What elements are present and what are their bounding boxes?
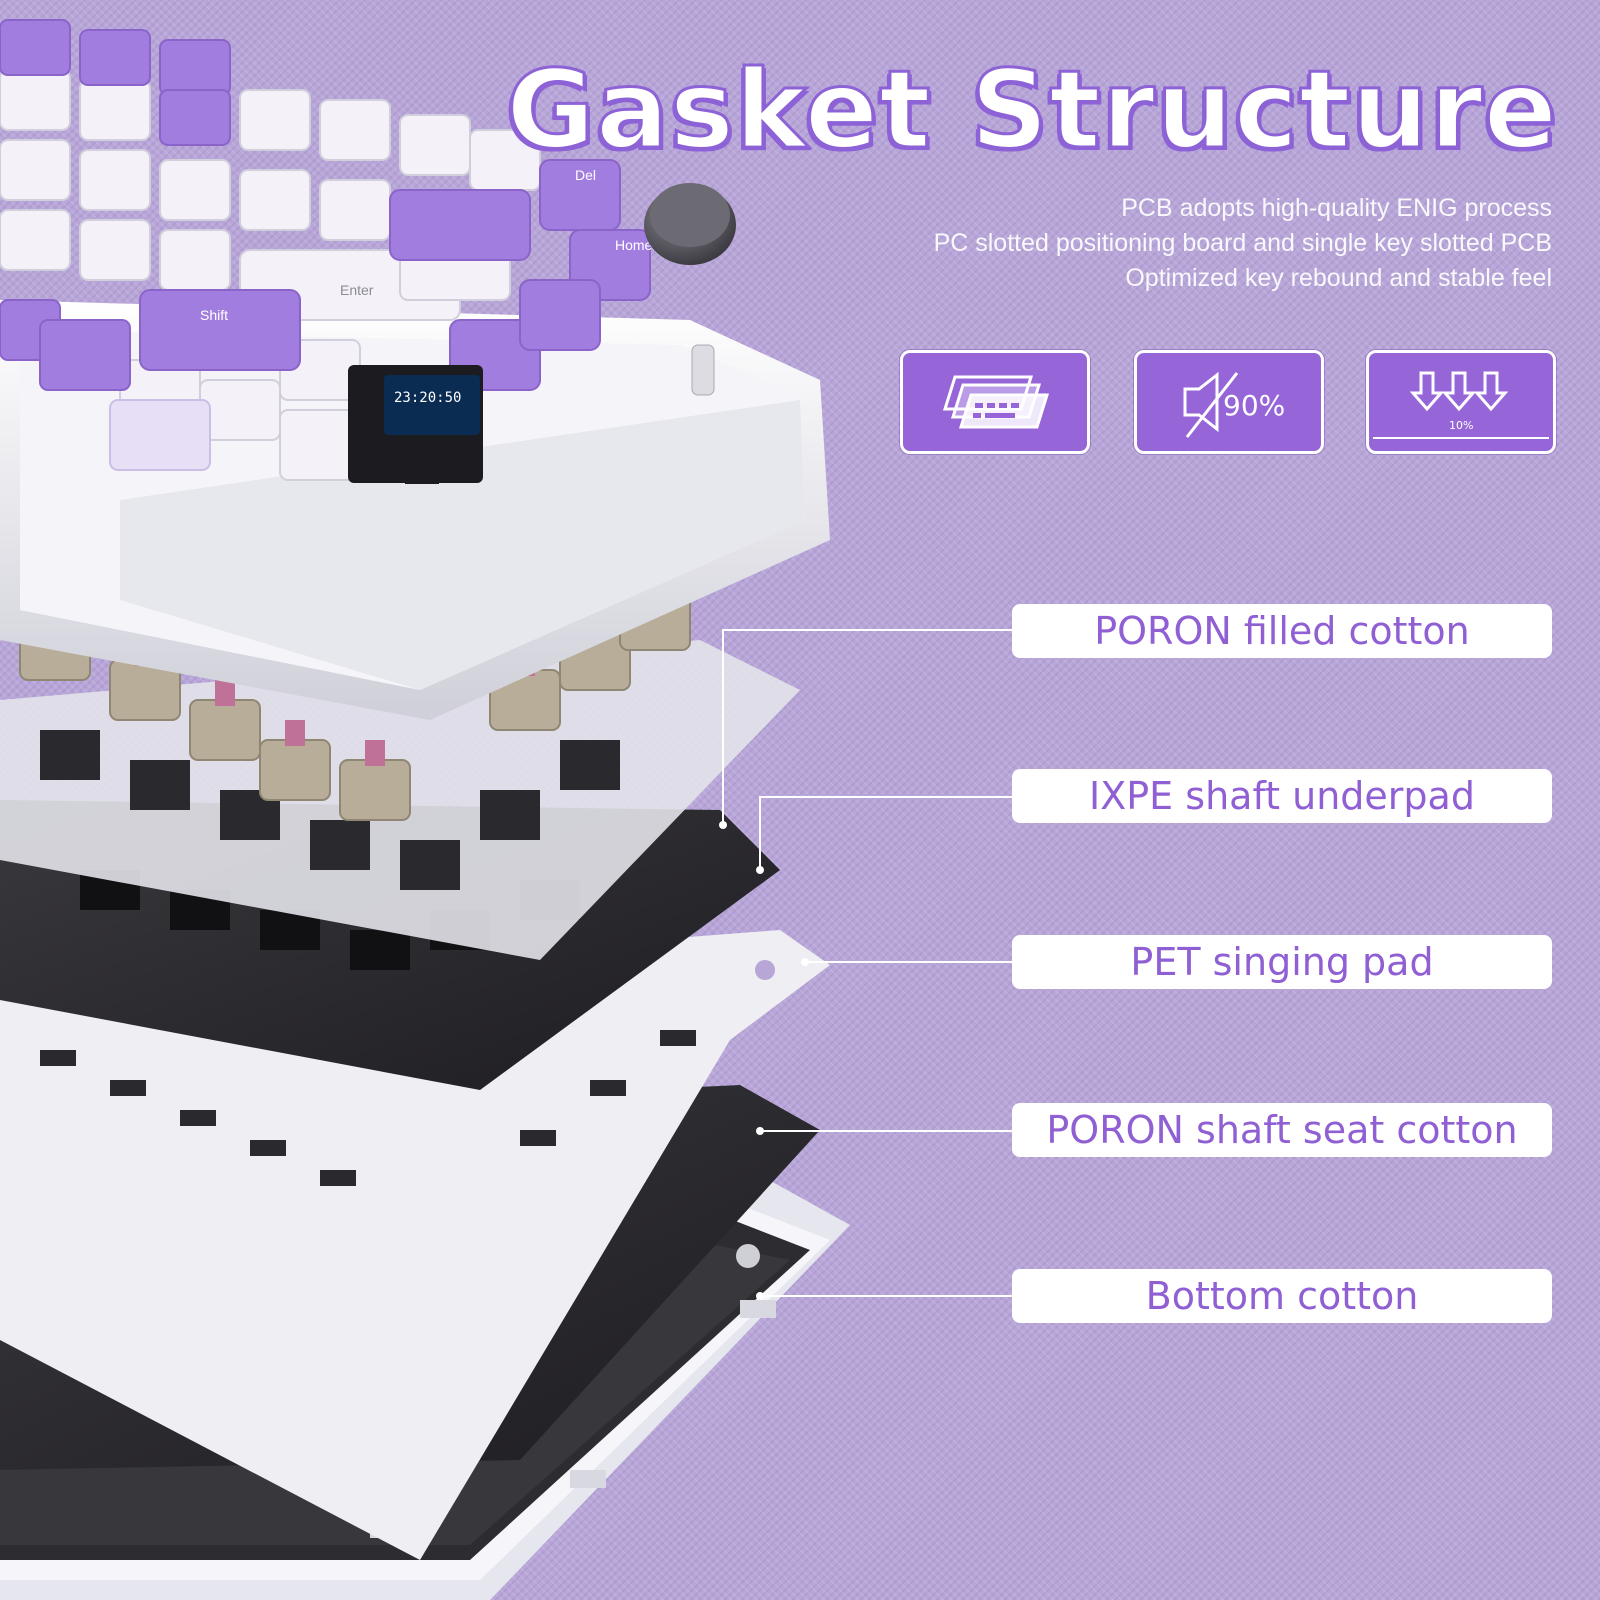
svg-text:Enter: Enter bbox=[340, 282, 374, 298]
subtitle-line-3: Optimized key rebound and stable feel bbox=[1125, 264, 1552, 292]
noise-reduction-value: 90% bbox=[1223, 389, 1285, 422]
svg-text:Home: Home bbox=[615, 237, 653, 253]
label-pet-singing-pad: PET singing pad bbox=[1012, 935, 1552, 989]
label-ixpe-shaft-underpad: IXPE shaft underpad bbox=[1012, 769, 1552, 823]
rebound-arrows-icon: 10% bbox=[1366, 350, 1556, 454]
screen-time: 23:20:50 bbox=[394, 390, 461, 406]
label-bottom-cotton: Bottom cotton bbox=[1012, 1269, 1552, 1323]
leader-lines bbox=[722, 629, 1012, 1297]
screen-module: 23:20:50 bbox=[348, 365, 483, 484]
label-poron-filled-cotton: PORON filled cotton bbox=[1012, 604, 1552, 658]
subtitle-line-2: PC slotted positioning board and single … bbox=[933, 229, 1552, 257]
subtitle-line-1: PCB adopts high-quality ENIG process bbox=[1121, 194, 1552, 222]
rebound-value: 10% bbox=[1449, 419, 1473, 432]
muted-speaker-icon: 90% bbox=[1134, 350, 1324, 454]
keycaps: Enter Shift Del Home bbox=[0, 19, 653, 481]
page-title: Gasket Structure bbox=[505, 47, 1559, 175]
volume-knob bbox=[644, 183, 736, 396]
label-poron-shaft-seat-cotton: PORON shaft seat cotton bbox=[1012, 1103, 1552, 1157]
pet-singing-pad-layer bbox=[0, 930, 830, 1560]
svg-text:Shift: Shift bbox=[200, 307, 228, 323]
layered-plates-icon bbox=[900, 350, 1090, 454]
svg-text:Del: Del bbox=[575, 167, 596, 183]
